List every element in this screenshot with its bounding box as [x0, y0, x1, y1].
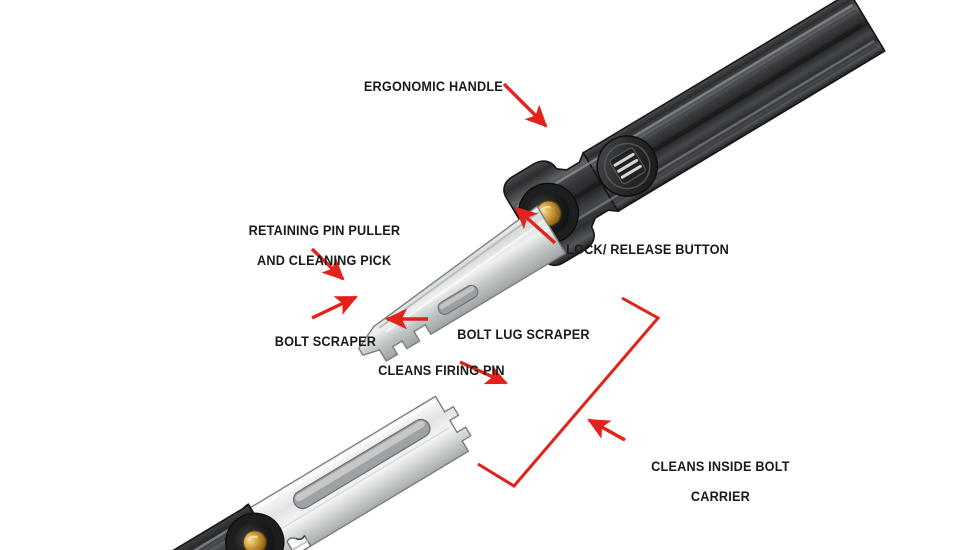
label-cleans-inside-bolt-carrier: CLEANS INSIDE BOLT CARRIER [619, 444, 807, 519]
label-bolt-scraper: BOLT SCRAPER [257, 319, 379, 364]
label-line: RETAINING PIN PULLER [248, 223, 401, 238]
tool-open-top [357, 0, 886, 363]
arrow-retaining-pin-puller [310, 247, 345, 281]
carrier-scraper-blade [249, 395, 472, 550]
arrow-lock-release-button [514, 206, 557, 245]
label-line: BOLT LUG SCRAPER [457, 327, 590, 342]
arrow-ergonomic-handle [502, 82, 548, 128]
label-bolt-lug-scraper: BOLT LUG SCRAPER [442, 312, 611, 357]
label-ergonomic-handle: ERGONOMIC HANDLE [341, 64, 510, 109]
label-retaining-pin-puller: RETAINING PIN PULLER AND CLEANING PICK [228, 208, 407, 283]
label-line: ERGONOMIC HANDLE [363, 79, 503, 94]
lock-release-button-bottom [225, 512, 285, 550]
label-line: CARRIER [690, 489, 750, 504]
brass-button-bottom [242, 530, 267, 550]
label-line: LOCK/ RELEASE BUTTON [566, 242, 730, 257]
label-lock-release-button: LOCK/ RELEASE BUTTON [551, 227, 748, 272]
label-line: AND CLEANING PICK [257, 253, 392, 268]
tool-open-bottom [0, 395, 472, 550]
label-line: BOLT SCRAPER [274, 334, 377, 349]
handle-shaft-top [582, 0, 886, 213]
scraper-blade-top [357, 205, 567, 363]
arrow-cleans-inside-bolt-carrier [587, 418, 626, 442]
blade-profile-top [357, 205, 567, 363]
arrow-bolt-scraper [311, 295, 358, 320]
label-line: CLEANS INSIDE BOLT [651, 459, 790, 474]
label-line: CLEANS FIRING PIN [378, 363, 505, 378]
handle-emblem-top [596, 135, 659, 197]
handle-bottom [0, 503, 287, 550]
label-cleans-firing-pin: CLEANS FIRING PIN [359, 348, 509, 393]
callout-arrows [310, 82, 661, 488]
arrow-cleans-firing-pin [459, 360, 508, 385]
bracket-cleans-inside-bolt-carrier [477, 296, 661, 488]
